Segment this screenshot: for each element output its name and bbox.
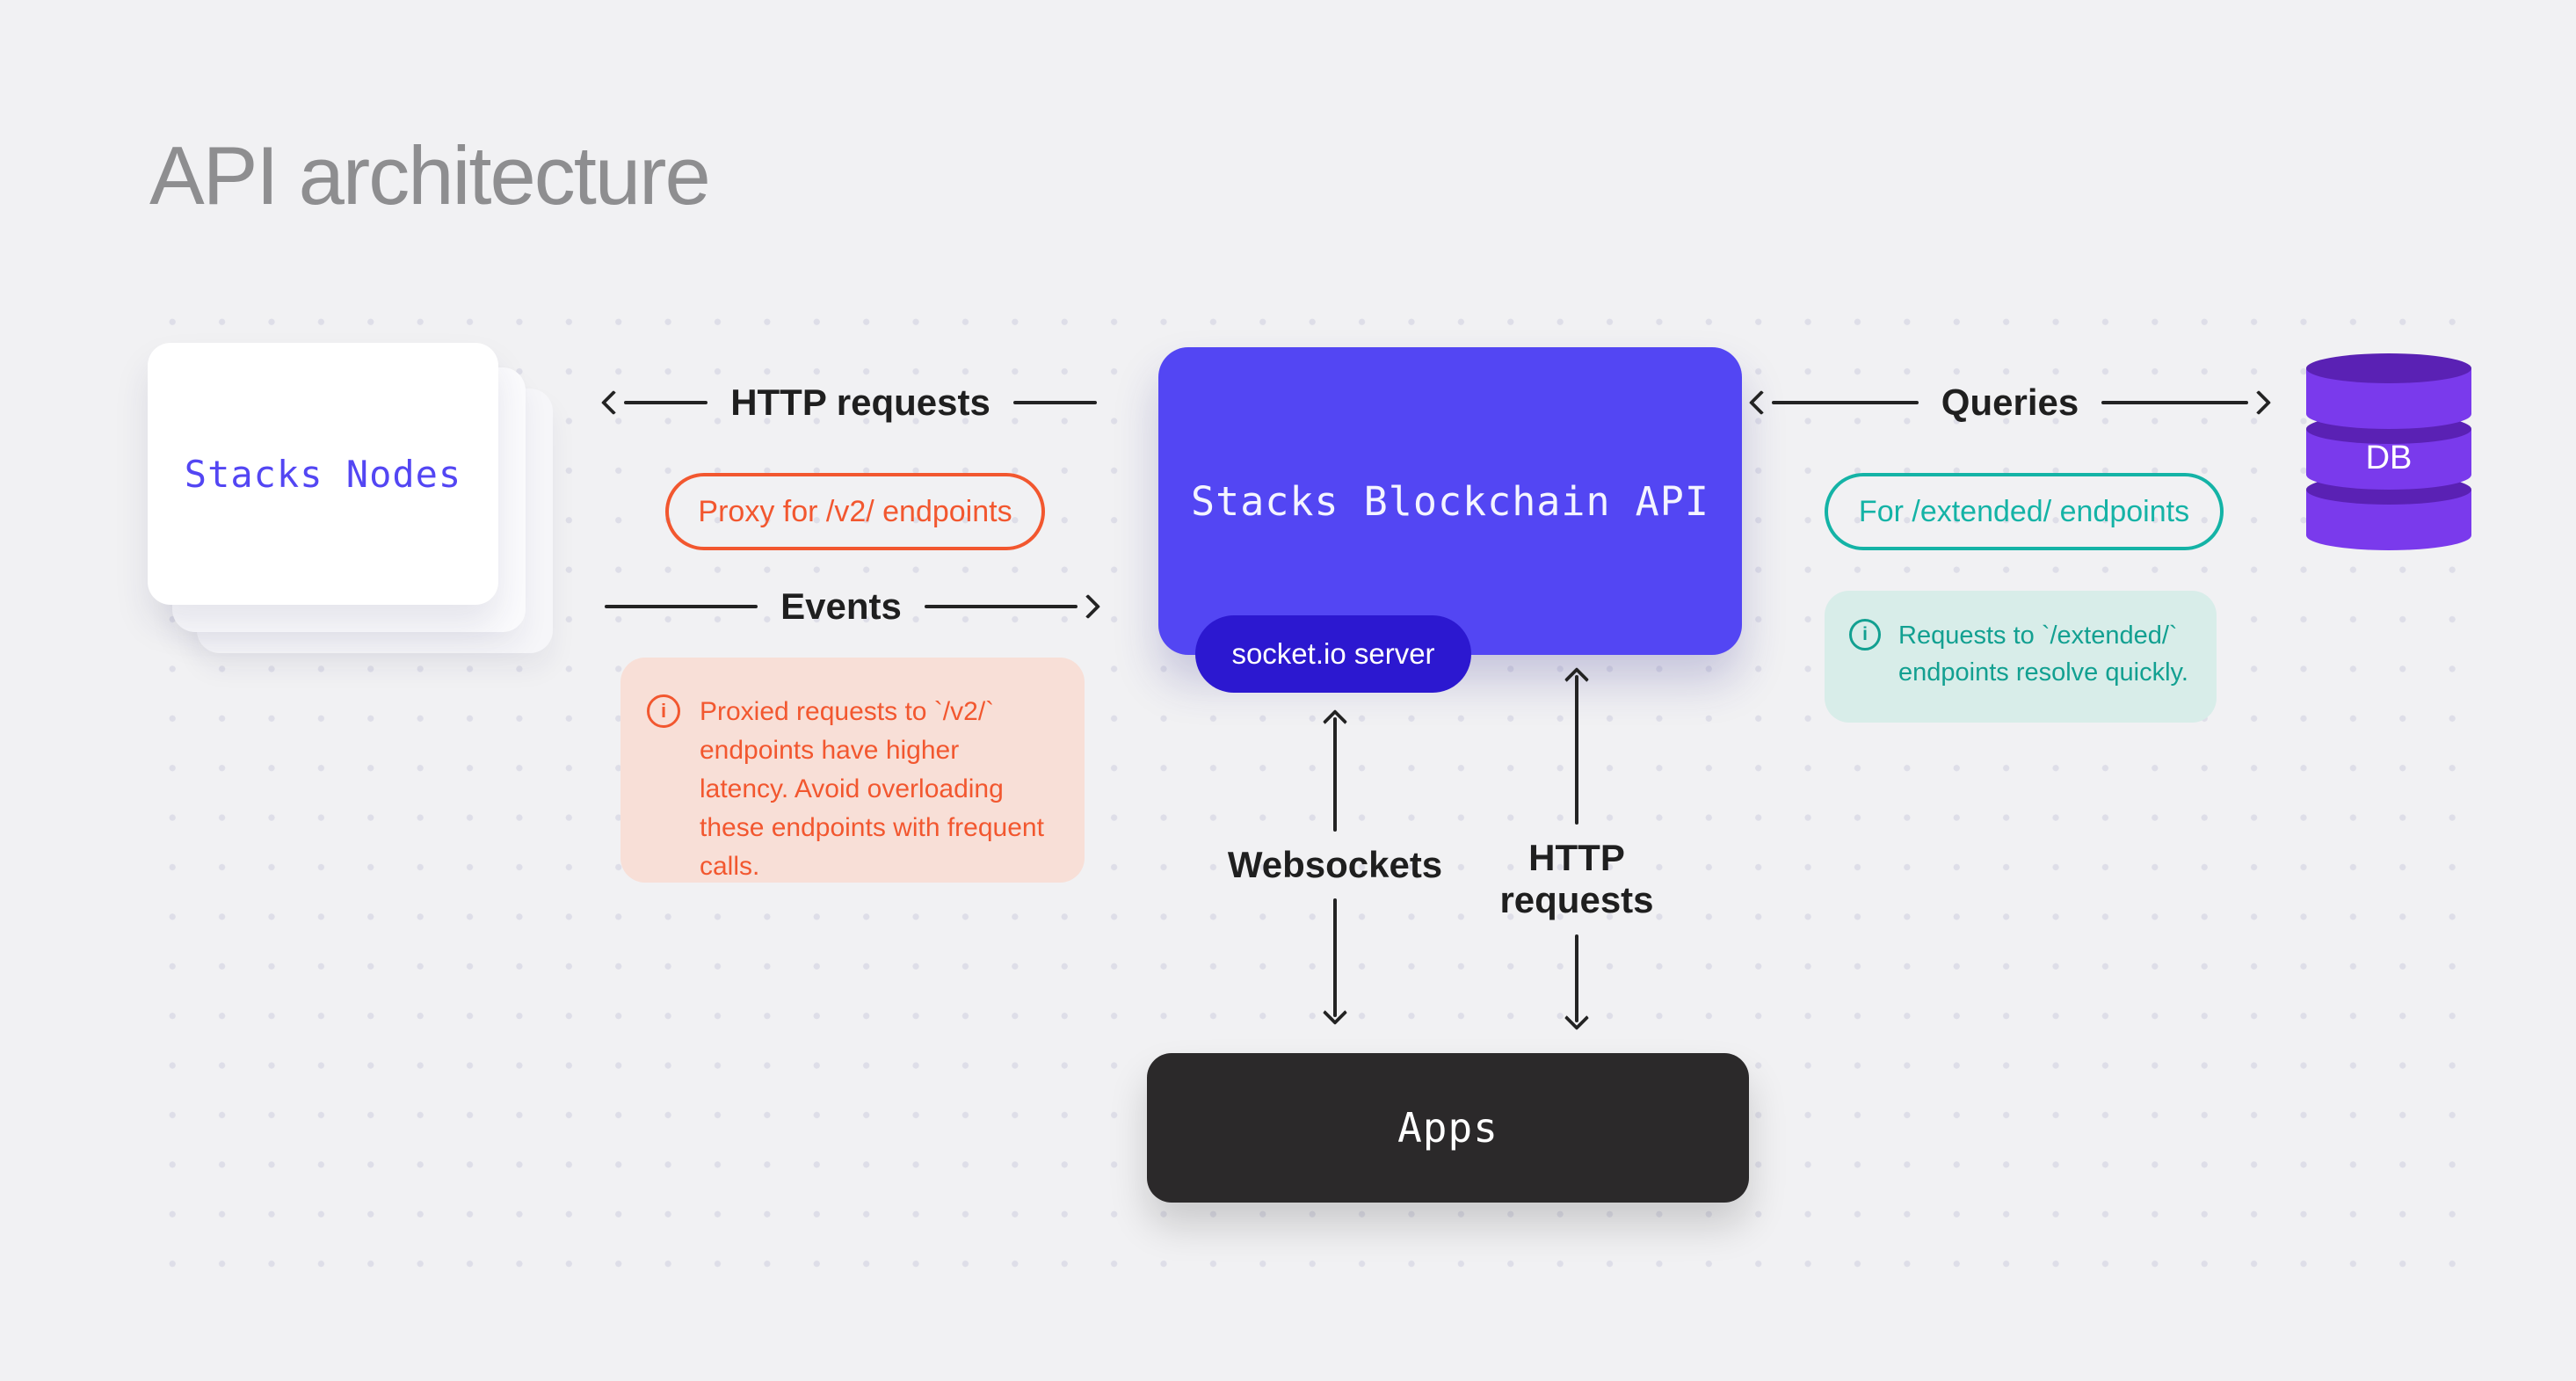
extended-pill-label: For /extended/ endpoints (1858, 494, 2190, 528)
arrow-line (1772, 401, 1919, 404)
arrow-left-icon (1748, 389, 1774, 416)
arrow-line (1012, 401, 1098, 404)
extended-pill: For /extended/ endpoints (1825, 473, 2224, 550)
edge-http-requests-vertical: HTTP requests (1489, 666, 1665, 1030)
arrow-line (1333, 898, 1337, 1017)
stacks-nodes-label: Stacks Nodes (184, 452, 462, 496)
arrow-up-icon (1564, 666, 1590, 693)
info-icon: i (1849, 619, 1881, 651)
info-icon: i (647, 694, 680, 728)
arrow-line (605, 605, 758, 608)
database-cylinder-icon (2306, 353, 2471, 550)
arrow-left-icon (600, 389, 627, 416)
v2-warning-note: i Proxied requests to `/v2/` endpoints h… (620, 658, 1085, 883)
edge-queries-label: Queries (1941, 382, 2079, 423)
apps-node-label: Apps (1397, 1104, 1498, 1152)
arrow-right-icon (1075, 593, 1101, 620)
arrow-line (2101, 401, 2249, 404)
arrow-up-icon (1322, 709, 1348, 735)
edge-queries: Queries (1748, 378, 2272, 427)
socketio-server-badge: socket.io server (1195, 615, 1471, 693)
edge-events-label: Events (780, 585, 902, 627)
stacks-blockchain-api-node: Stacks Blockchain API (1158, 347, 1742, 655)
edge-http-requests-label: HTTP requests (730, 382, 990, 423)
arrow-right-icon (2246, 389, 2272, 416)
v2-warning-text: Proxied requests to `/v2/` endpoints hav… (700, 697, 1044, 881)
api-node-label: Stacks Blockchain API (1191, 477, 1709, 525)
arrow-line (1575, 934, 1578, 1022)
edge-events: Events (605, 582, 1101, 631)
arrow-down-icon (1322, 999, 1348, 1026)
arrow-line (1333, 717, 1337, 832)
extended-info-note: i Requests to `/extended/` endpoints res… (1825, 591, 2217, 723)
arrow-down-icon (1564, 1005, 1590, 1030)
page-title: API architecture (149, 129, 711, 222)
extended-info-text: Requests to `/extended/` endpoints resol… (1898, 621, 2188, 687)
apps-node: Apps (1147, 1053, 1749, 1203)
arrow-line (1575, 675, 1578, 825)
edge-http-requests-vertical-label: HTTP requests (1499, 837, 1654, 921)
proxy-pill: Proxy for /v2/ endpoints (665, 473, 1045, 550)
edge-http-requests: HTTP requests (600, 378, 1098, 427)
db-label: DB (2365, 440, 2413, 476)
stacks-nodes-node: Stacks Nodes (148, 343, 498, 605)
proxy-pill-label: Proxy for /v2/ endpoints (698, 494, 1012, 528)
arrow-line (924, 605, 1078, 608)
database-icon: DB (2304, 352, 2473, 554)
edge-websockets-label: Websockets (1227, 844, 1443, 885)
socketio-server-label: socket.io server (1231, 637, 1435, 670)
edge-websockets: Websockets (1221, 709, 1449, 1026)
arrow-line (624, 401, 708, 404)
